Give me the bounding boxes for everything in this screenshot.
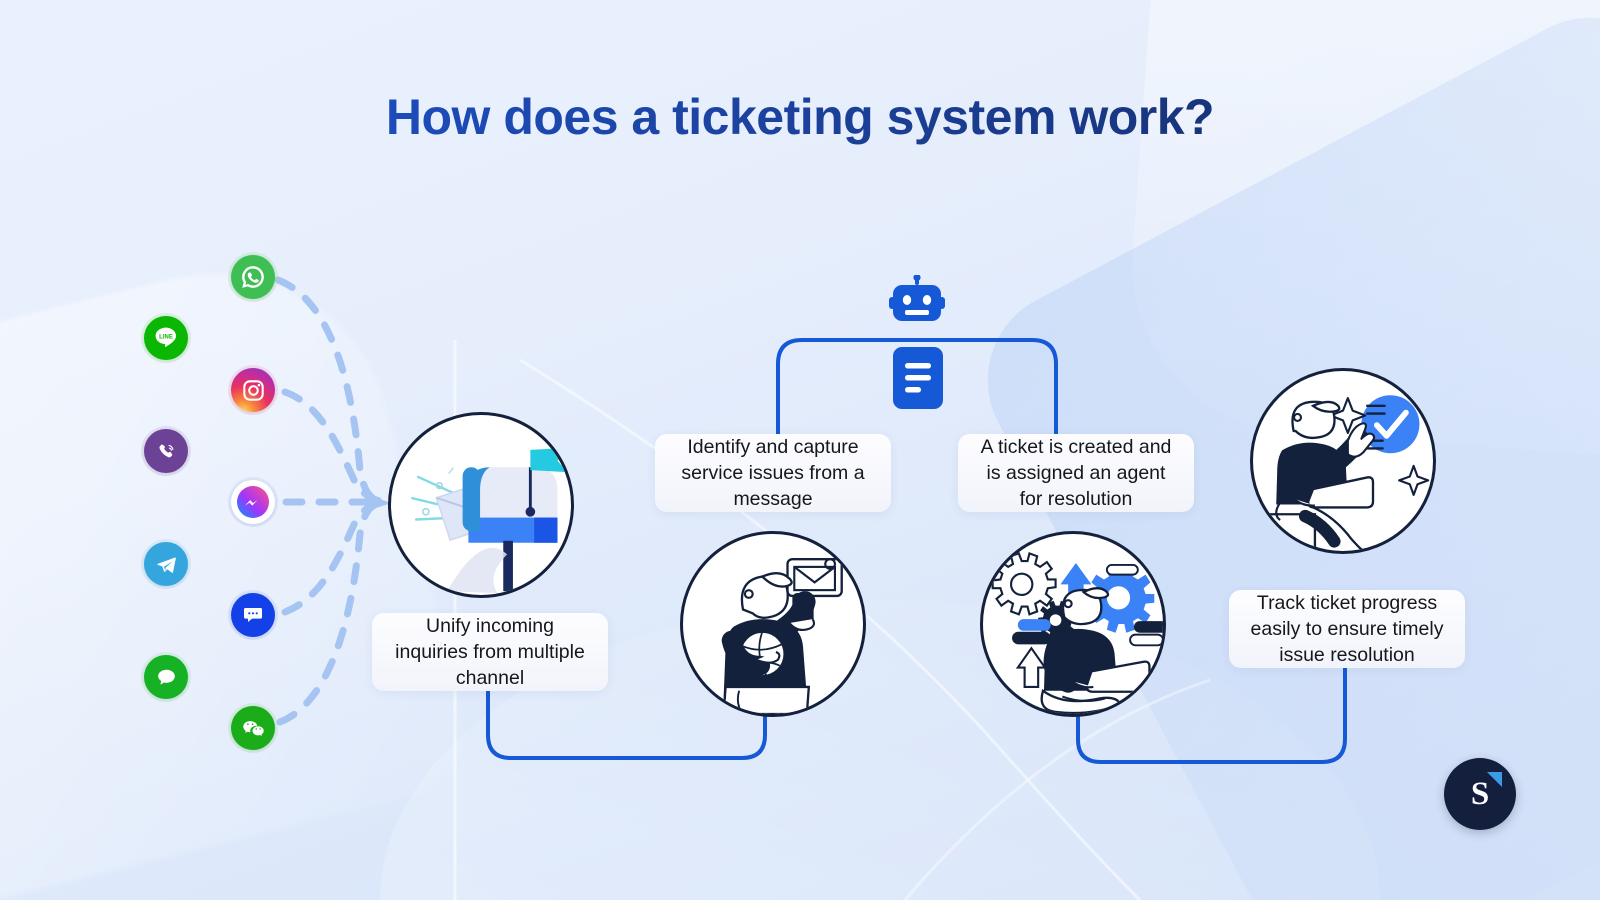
channel-icon-messenger[interactable] bbox=[228, 477, 278, 527]
channel-icon-chat[interactable] bbox=[141, 652, 191, 702]
person-laptop-check-illustration-icon bbox=[1267, 395, 1430, 551]
svg-text:LINE: LINE bbox=[159, 334, 173, 340]
ticket-document-icon bbox=[893, 347, 943, 409]
instagram-icon bbox=[231, 368, 275, 412]
line-icon: LINE bbox=[144, 316, 188, 360]
wechat-icon bbox=[231, 706, 275, 750]
channel-icon-line[interactable]: LINE bbox=[141, 313, 191, 363]
robot-head-icon bbox=[889, 273, 945, 331]
caption-step-4: Track ticket progress easily to ensure t… bbox=[1229, 590, 1465, 668]
channel-icon-viber[interactable] bbox=[141, 426, 191, 476]
channel-icon-telegram[interactable] bbox=[141, 539, 191, 589]
page-title: How does a ticketing system work? bbox=[0, 88, 1600, 146]
channel-icon-instagram[interactable] bbox=[228, 365, 278, 415]
caption-step-1: Unify incoming inquiries from multiple c… bbox=[372, 613, 608, 691]
telegram-icon bbox=[144, 542, 188, 586]
illustration-person-phone-message bbox=[680, 531, 866, 717]
illustration-person-laptop-gears bbox=[980, 531, 1166, 717]
illustration-mailbox bbox=[388, 412, 574, 598]
brand-logo[interactable]: S bbox=[1444, 758, 1516, 830]
chat-bubble-icon bbox=[144, 655, 188, 699]
converge-arrow-icon bbox=[366, 495, 392, 511]
logo-triangle-accent bbox=[1487, 772, 1502, 787]
messenger-icon bbox=[231, 480, 275, 524]
mailbox-illustration-icon bbox=[411, 447, 568, 594]
viber-icon bbox=[144, 429, 188, 473]
channel-icon-whatsapp[interactable] bbox=[228, 252, 278, 302]
sms-chat-icon bbox=[231, 593, 275, 637]
person-phone-message-illustration-icon bbox=[721, 558, 843, 714]
caption-step-3: A ticket is created and is assigned an a… bbox=[958, 434, 1194, 512]
logo-letter: S bbox=[1470, 775, 1490, 812]
caption-step-2: Identify and capture service issues from… bbox=[655, 434, 891, 512]
whatsapp-icon bbox=[231, 255, 275, 299]
channel-icon-wechat[interactable] bbox=[228, 703, 278, 753]
illustration-person-laptop-check bbox=[1250, 368, 1436, 554]
person-laptop-gears-illustration-icon bbox=[991, 551, 1163, 714]
channel-icon-sms[interactable] bbox=[228, 590, 278, 640]
